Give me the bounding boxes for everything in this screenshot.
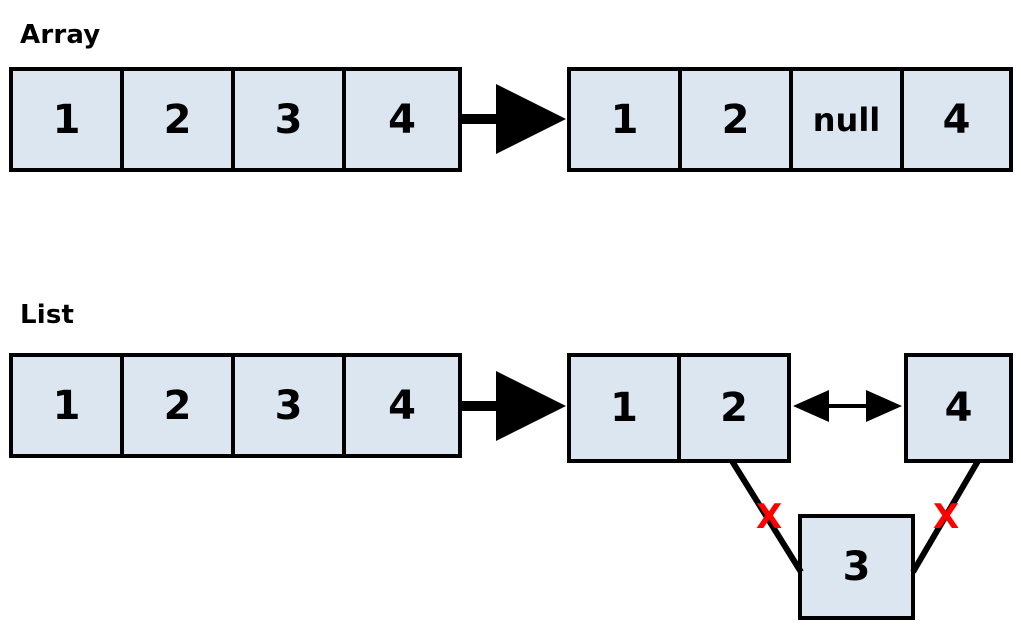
list-before-row: 1 2 3 4 (9, 353, 462, 458)
array-after-cell-2: null (793, 71, 904, 168)
array-before-cell-2: 3 (235, 71, 347, 168)
list-after-head-row: 1 2 (567, 353, 791, 463)
list-before-cell-2: 3 (235, 357, 347, 454)
broken-link-right-x-icon: X (933, 497, 960, 537)
array-before-row: 1 2 3 4 (9, 67, 462, 172)
list-detached-node-cell: 3 (802, 518, 911, 616)
list-detached-node: 3 (798, 514, 915, 620)
list-before-cell-3: 4 (346, 357, 458, 454)
list-before-cell-0: 1 (13, 357, 125, 454)
list-after-tail-cell: 4 (908, 357, 1009, 459)
list-section-label: List (20, 300, 75, 330)
list-before-cell-1: 2 (124, 357, 236, 454)
array-after-cell-3: 4 (904, 71, 1009, 168)
array-after-cell-0: 1 (571, 71, 682, 168)
array-section-label: Array (20, 20, 101, 50)
broken-link-left-x-icon: X (756, 497, 783, 537)
list-after-head-cell-1: 2 (681, 357, 787, 459)
list-after-head-cell-0: 1 (571, 357, 681, 459)
list-after-tail-node: 4 (904, 353, 1013, 463)
array-before-cell-0: 1 (13, 71, 125, 168)
array-before-cell-1: 2 (124, 71, 236, 168)
array-after-row: 1 2 null 4 (567, 67, 1013, 172)
array-before-cell-3: 4 (346, 71, 458, 168)
array-after-cell-1: 2 (682, 71, 793, 168)
